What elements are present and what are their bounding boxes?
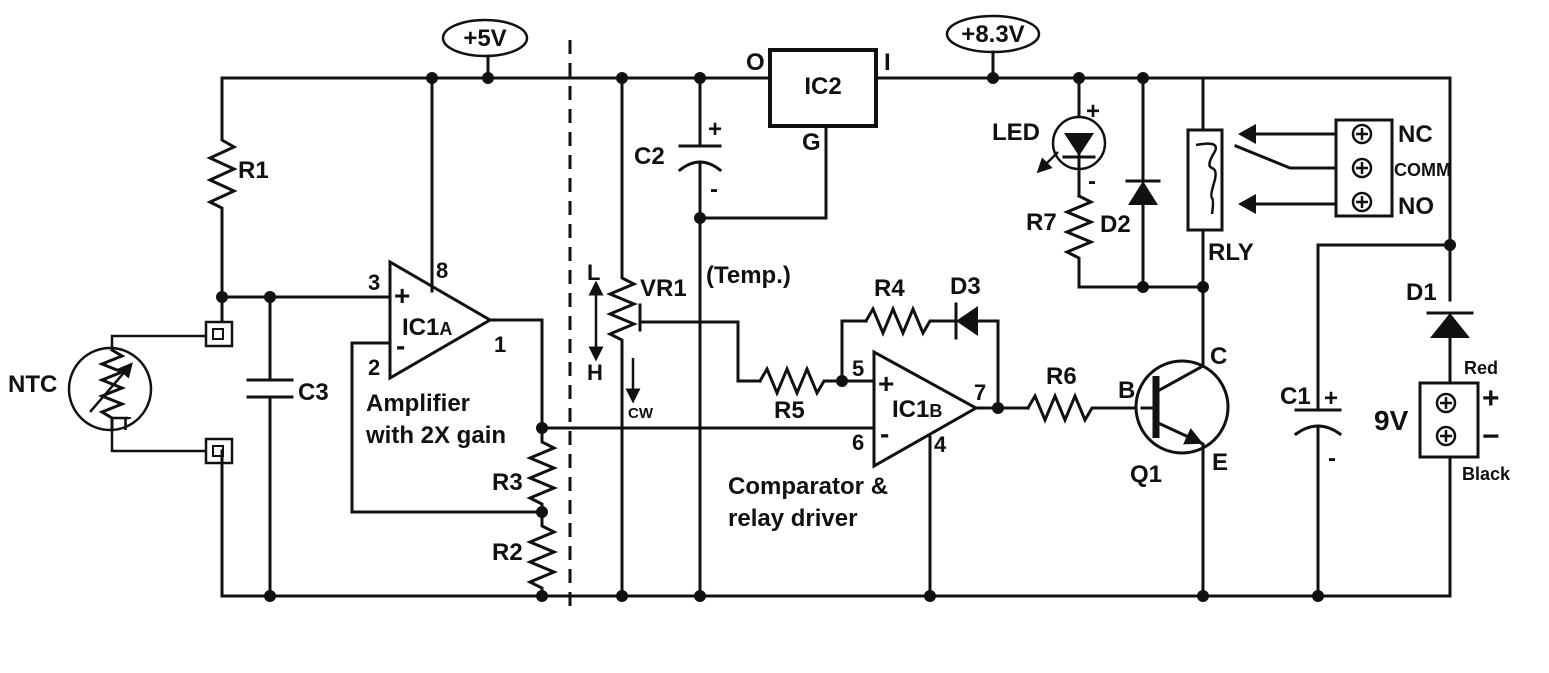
ic2-pin-i: I (884, 49, 891, 76)
transistor-q1: B C E Q1 (1118, 286, 1230, 598)
ic1b-name: IC1B (892, 396, 942, 423)
relay-no-label: NO (1398, 193, 1434, 220)
r7-label: R7 (1026, 209, 1057, 236)
r6-label: R6 (1046, 363, 1077, 390)
resistor-r2: R2 (492, 510, 558, 598)
c2-plus: + (708, 116, 722, 143)
relay-comm-label: COMM (1394, 160, 1451, 180)
rail-5v-label: +5V (463, 25, 506, 52)
r2-label: R2 (492, 539, 523, 566)
relay-nc-label: NC (1398, 121, 1433, 148)
battery-black-label: Black (1462, 464, 1511, 484)
led-label: LED (992, 119, 1040, 146)
ic1a-pin2: 2 (368, 355, 380, 380)
vr1-cw-label: CW (628, 405, 654, 422)
r1-label: R1 (238, 157, 269, 184)
q1-b-label: B (1118, 377, 1135, 404)
led-indicator: + - LED (992, 76, 1107, 198)
battery-red-label: Red (1464, 358, 1498, 378)
ntc-label: NTC (8, 371, 57, 398)
vr1-temp-label: (Temp.) (706, 262, 791, 289)
regulator-ic2: IC2 O I G (746, 48, 891, 156)
ic1b-minus: - (880, 418, 889, 449)
ic1a-pin3: 3 (368, 270, 380, 295)
ic2-label: IC2 (804, 73, 841, 100)
diode-d1: D1 (1406, 279, 1474, 385)
r5-label: R5 (774, 397, 805, 424)
ic2-pin-o: O (746, 49, 765, 76)
junction-dots (216, 72, 1456, 602)
resistor-r5: R5 (757, 365, 844, 424)
resistor-r7: R7 (1026, 193, 1095, 289)
ic1b-pin6: 6 (852, 430, 864, 455)
capacitor-c1: + - C1 (1280, 243, 1343, 598)
ic1b-pin4: 4 (934, 432, 947, 457)
vr1-l-label: L (587, 260, 600, 285)
c1-plus: + (1324, 385, 1338, 412)
capacitor-c3: C3 (246, 295, 329, 598)
q1-c-label: C (1210, 343, 1227, 370)
q1-e-label: E (1212, 449, 1228, 476)
relay-contacts: NC COMM NO (1234, 118, 1451, 220)
vr1-label: VR1 (640, 275, 687, 302)
c2-label: C2 (634, 143, 665, 170)
relay-coil: RLY (1186, 76, 1254, 289)
d2-label: D2 (1100, 211, 1131, 238)
potentiometer-vr1: L H CW VR1 (Temp.) (587, 76, 791, 598)
resistor-r6: R6 (1025, 363, 1144, 424)
ic1b-pin7: 7 (974, 380, 986, 405)
ic1a-desc-1: Amplifier (366, 390, 470, 417)
ic1a-desc-2: with 2X gain (365, 422, 506, 449)
ntc-t-label: T (120, 414, 131, 434)
opamp-ic1b: + - IC1B 5 6 7 4 Comparator & relay driv… (728, 349, 986, 532)
ic2-pin-g: G (802, 129, 821, 156)
led-plus: + (1086, 98, 1100, 125)
ic1b-desc-1: Comparator & (728, 473, 888, 500)
vr1-h-label: H (587, 360, 603, 385)
c1-label: C1 (1280, 383, 1311, 410)
c3-label: C3 (298, 379, 329, 406)
ic1a-pin8: 8 (436, 258, 448, 283)
capacitor-c2: + - C2 (634, 76, 828, 598)
opamp-ic1a: + - IC1A 3 2 8 1 Amplifier with 2X gain (365, 258, 506, 449)
ic1a-minus: - (396, 330, 405, 361)
diode-d3: D3 (950, 273, 1000, 410)
ic1b-pin5: 5 (852, 356, 864, 381)
ic1b-plus: + (878, 368, 894, 399)
d3-label: D3 (950, 273, 981, 300)
resistor-r4: R4 (863, 275, 956, 337)
rly-label: RLY (1208, 239, 1254, 266)
battery-connector: 9V Red Black + − (1374, 358, 1511, 598)
q1-label: Q1 (1130, 461, 1162, 488)
r3-label: R3 (492, 469, 523, 496)
r4-label: R4 (874, 275, 905, 302)
rail-83v-badge: +8.3V (945, 14, 1041, 80)
led-minus: - (1088, 168, 1096, 195)
rail-83v-label: +8.3V (961, 21, 1024, 48)
resistor-r1: R1 (206, 76, 269, 299)
rail-5v-badge: +5V (441, 18, 529, 80)
d1-label: D1 (1406, 279, 1437, 306)
ic1a-pin1: 1 (494, 332, 506, 357)
ic1a-plus: + (394, 280, 410, 311)
ic1b-desc-2: relay driver (728, 505, 857, 532)
c2-minus: - (710, 176, 718, 203)
battery-voltage-label: 9V (1374, 405, 1409, 436)
ntc-thermistor: T NTC (8, 320, 234, 465)
battery-plus: + (1482, 382, 1500, 415)
battery-minus: − (1482, 420, 1500, 453)
diode-d2: D2 (1100, 76, 1161, 289)
resistor-r3: R3 (492, 426, 558, 514)
ic1a-name: IC1A (402, 314, 452, 341)
c1-minus: - (1328, 445, 1336, 472)
